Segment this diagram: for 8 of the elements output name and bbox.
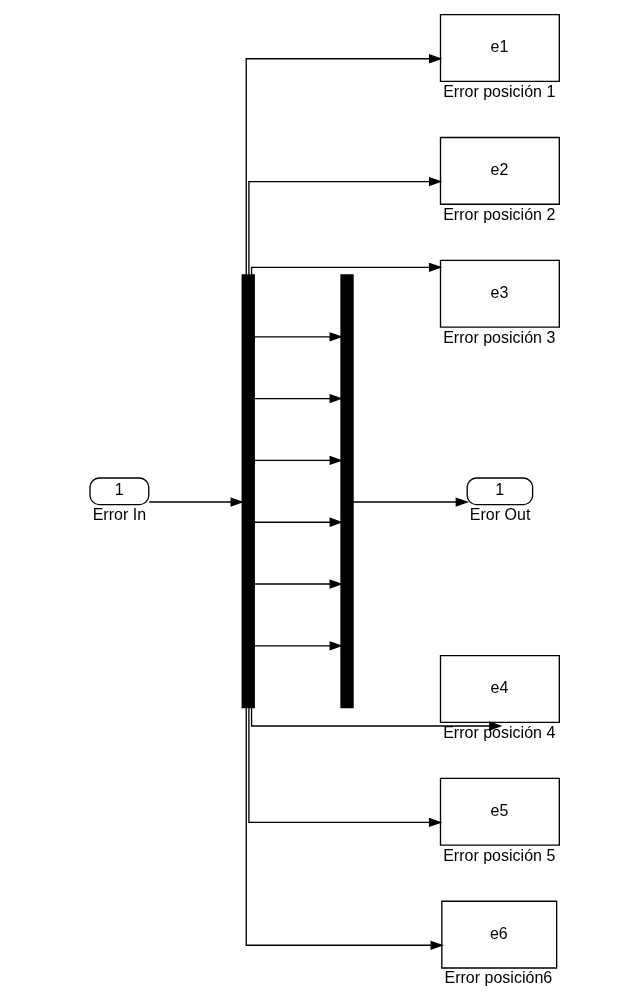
node-label: Error posición 4 (442, 722, 555, 741)
node-label: Error posición 2 (442, 204, 555, 223)
node-label: Eror Out (469, 505, 530, 524)
node-label: Error posición 3 (442, 327, 555, 346)
node-label: Error posición 1 (442, 81, 555, 100)
node-label: Error In (92, 505, 146, 524)
node-label: Error posición6 (444, 968, 552, 987)
node-label: Error posición 5 (442, 845, 555, 864)
